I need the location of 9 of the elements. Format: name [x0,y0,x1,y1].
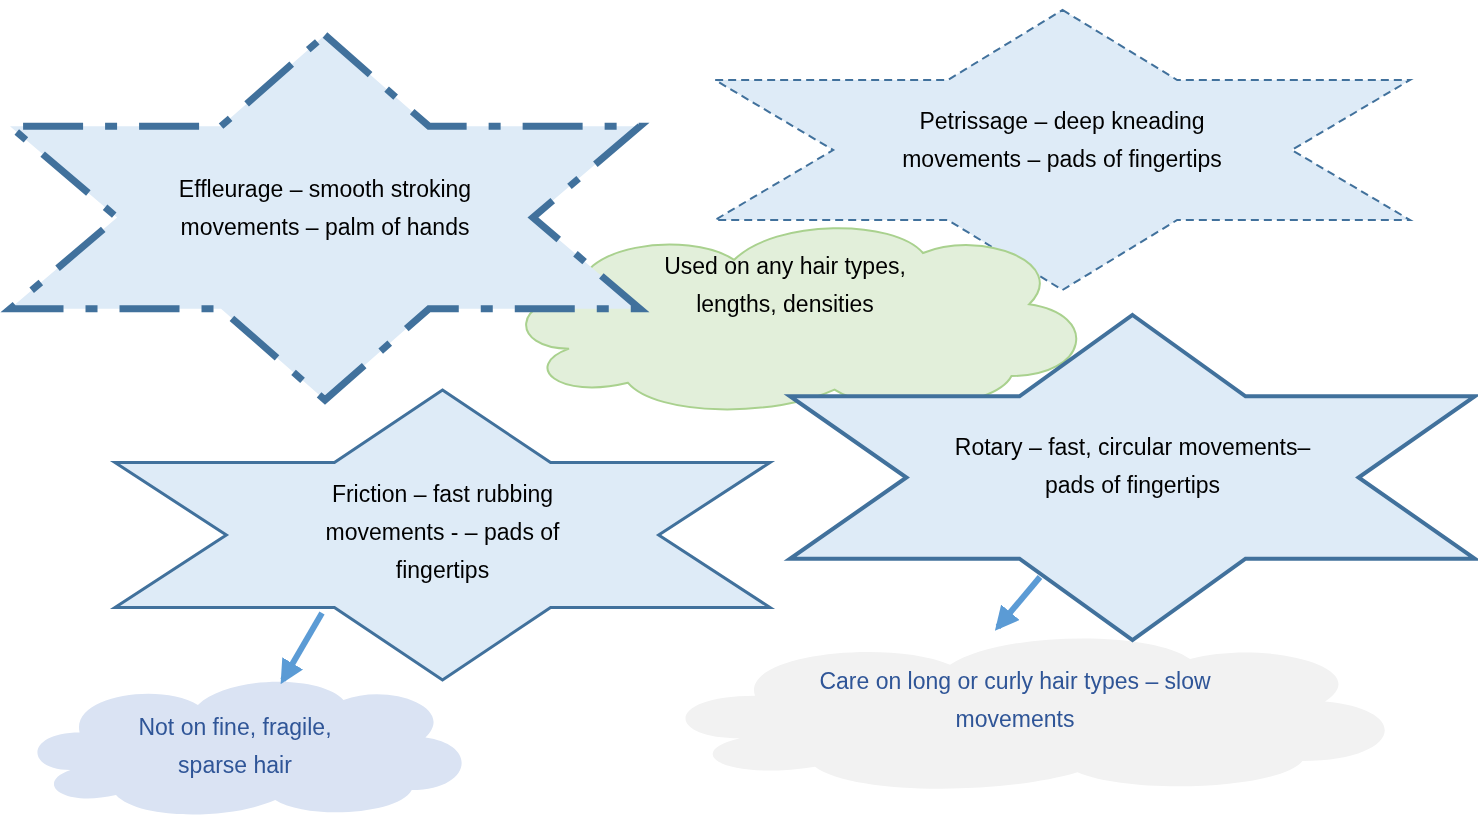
arrow [994,575,1043,631]
note-text: Not on fine, fragile, sparse hair [137,713,333,780]
arrow [280,611,325,685]
technique-text: Friction – fast rubbing movements - – pads of fingertips [324,480,561,585]
technique-text: Rotary – fast, circular movements– pads of fingertips [953,433,1312,500]
note-text: Care on long or curly hair types – slow movements [818,667,1212,734]
technique-text: Effleurage – smooth stroking movements – palm of hands [177,175,473,242]
technique-text: Petrissage – deep kneading movements – pads of fingertips [901,107,1223,174]
note-text: Used on any hair types, lengths, densities [663,252,907,319]
